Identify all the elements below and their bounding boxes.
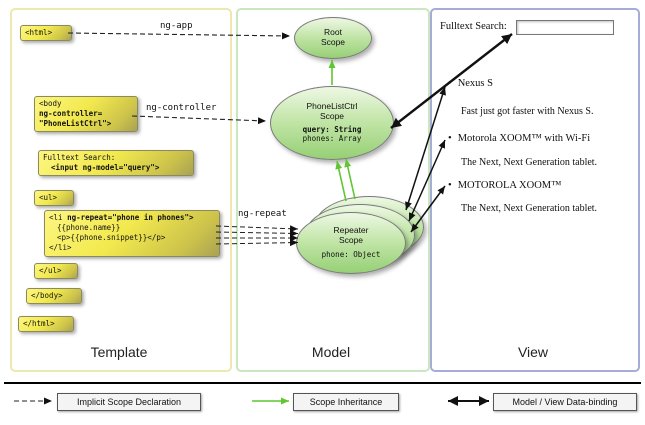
bullet-icon: • xyxy=(448,180,452,191)
phone-snippet: The Next, Next Generation tablet. xyxy=(461,203,598,214)
scope-name: Root xyxy=(324,27,342,38)
code-li-ng-repeat: <li ng-repeat="phone in phones"> {{phone… xyxy=(44,210,220,257)
repeater-scope-ellipse: Repeater Scope phone: Object xyxy=(296,212,406,274)
code-text: </html> xyxy=(23,319,55,328)
phonelistctrl-scope-ellipse: PhoneListCtrl Scope query: String phones… xyxy=(270,86,394,160)
scope-name: PhoneListCtrl xyxy=(306,100,358,111)
ng-controller-label: ng-controller xyxy=(146,103,217,113)
scope-name: Scope xyxy=(320,37,346,47)
scope-property-phone: phone: Object xyxy=(321,250,381,260)
code-text: <li xyxy=(49,213,63,222)
bullet-icon: • xyxy=(448,78,452,89)
view-search-label: Fulltext Search: xyxy=(440,21,507,32)
template-panel xyxy=(10,8,232,372)
code-text: </li> xyxy=(49,243,72,253)
legend-divider xyxy=(4,382,641,384)
phone-snippet: Fast just got faster with Nexus S. xyxy=(461,106,594,117)
scope-property-query: query: String xyxy=(302,124,362,134)
code-text: ng-repeat="phone in phones"> xyxy=(67,213,194,222)
view-list-item: • Nexus S xyxy=(448,78,493,89)
code-text: "PhoneListCtrl"> xyxy=(39,119,112,129)
scope-name: Scope xyxy=(319,110,345,121)
phone-title: Motorola XOOM™ with Wi-Fi xyxy=(457,133,591,144)
code-text: {{phone.name}} xyxy=(57,223,121,233)
code-ul-open-tag: <ul> xyxy=(34,190,74,207)
phone-title: MOTOROLA XOOM™ xyxy=(457,180,562,191)
code-text: <html> xyxy=(25,28,53,37)
phone-title: Nexus S xyxy=(457,78,493,89)
root-scope-ellipse: Root Scope xyxy=(294,17,372,59)
template-caption: Template xyxy=(90,344,148,360)
scope-property-phones: phones: Array xyxy=(302,134,362,144)
code-text: ng-controller= xyxy=(39,109,103,119)
code-text: </body> xyxy=(31,291,63,300)
code-text: <input ng-model="query"> xyxy=(51,163,160,173)
code-text: Fulltext Search: xyxy=(43,153,116,162)
code-fulltext-search-input: Fulltext Search: <input ng-model="query"… xyxy=(38,150,194,177)
code-ul-close-tag: </ul> xyxy=(34,263,78,280)
scope-name: Repeater xyxy=(333,224,369,235)
code-body-open-tag: <body ng-controller= "PhoneListCtrl"> xyxy=(34,96,138,133)
bullet-icon: • xyxy=(448,133,452,144)
model-caption: Model xyxy=(311,344,351,360)
fulltext-search-input xyxy=(516,20,614,35)
view-caption: View xyxy=(517,344,549,360)
code-html-close-tag: </html> xyxy=(18,316,74,333)
view-list-item: • MOTOROLA XOOM™ xyxy=(448,180,561,191)
code-text: <li ng-repeat="phone in phones"> xyxy=(49,213,215,223)
code-text: </ul> xyxy=(39,266,62,275)
ng-repeat-label: ng-repeat xyxy=(238,209,287,219)
legend-implicit-scope-declaration: Implicit Scope Declaration xyxy=(57,393,201,411)
ng-app-label: ng-app xyxy=(160,21,193,31)
code-text: <ul> xyxy=(39,193,58,202)
code-text: <body xyxy=(39,99,62,108)
code-html-open-tag: <html> xyxy=(20,25,72,42)
code-body-close-tag: </body> xyxy=(26,288,82,305)
model-panel xyxy=(236,8,430,372)
code-text: <p>{{phone.snippet}}</p> xyxy=(57,233,166,243)
legend-scope-inheritance: Scope Inheritance xyxy=(293,393,399,411)
phone-snippet: The Next, Next Generation tablet. xyxy=(461,157,598,168)
view-list-item: • Motorola XOOM™ with Wi-Fi xyxy=(448,133,590,144)
scope-name: Scope xyxy=(338,234,364,245)
legend-model-view-data-binding: Model / View Data-binding xyxy=(493,393,637,411)
